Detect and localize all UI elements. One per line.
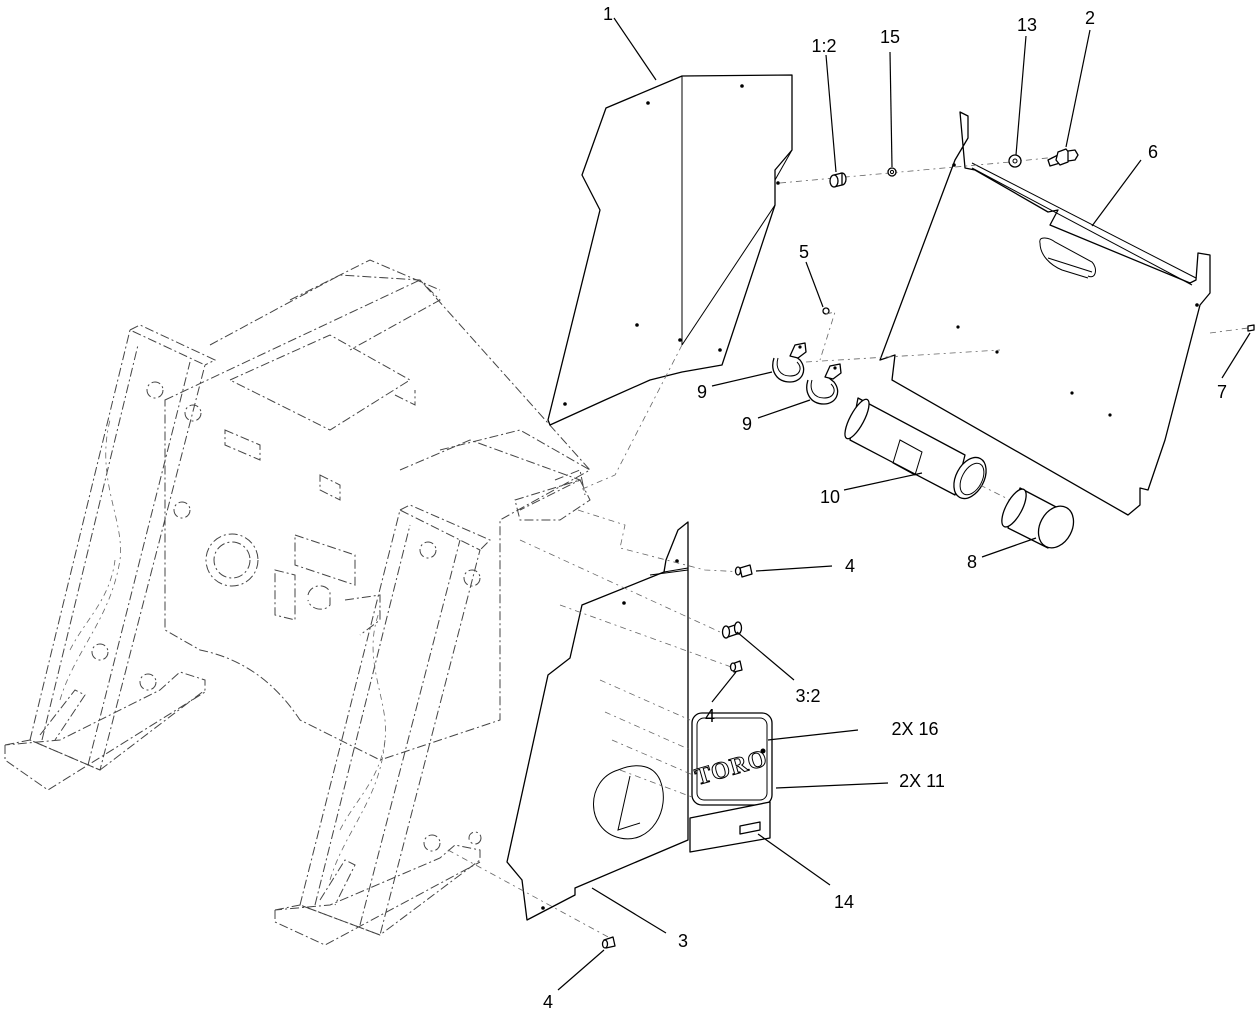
machine-frame-phantom: [4, 259, 591, 946]
callout-9-lower: 9: [742, 414, 752, 434]
blank-decal: [689, 801, 771, 853]
callout-4-upper: 4: [845, 556, 855, 576]
callout-14: 14: [834, 892, 854, 912]
upper-side-panel: [547, 74, 793, 426]
leader-lines: [557, 17, 1251, 991]
callout-1-2: 1:2: [811, 36, 836, 56]
toro-decal: TORO: [691, 712, 773, 806]
callout-labels: 1 1:2 15 13 2 6 5 9 9 7 10 8 4 3:2 4 2X …: [543, 4, 1227, 1012]
callout-15: 15: [880, 27, 900, 47]
callout-1: 1: [603, 4, 613, 24]
callout-13: 13: [1017, 15, 1037, 35]
callout-9-upper: 9: [697, 382, 707, 402]
callout-6: 6: [1148, 142, 1158, 162]
callout-4-middle: 4: [705, 706, 715, 726]
callout-2: 2: [1085, 8, 1095, 28]
holder-and-tube: [772, 307, 1255, 549]
callout-2x16: 2X 16: [891, 719, 938, 739]
lower-side-panel: [506, 521, 689, 921]
upper-hardware: [779, 148, 1079, 188]
callout-5: 5: [799, 242, 809, 262]
callout-4-lower: 4: [543, 992, 553, 1012]
callout-7: 7: [1217, 382, 1227, 402]
callout-10: 10: [820, 487, 840, 507]
callout-3-2: 3:2: [795, 686, 820, 706]
callout-3: 3: [678, 931, 688, 951]
rear-cover-panel: [879, 111, 1211, 516]
callout-2x11: 2X 11: [899, 771, 945, 791]
lower-hardware: [601, 564, 753, 949]
callout-8: 8: [967, 552, 977, 572]
